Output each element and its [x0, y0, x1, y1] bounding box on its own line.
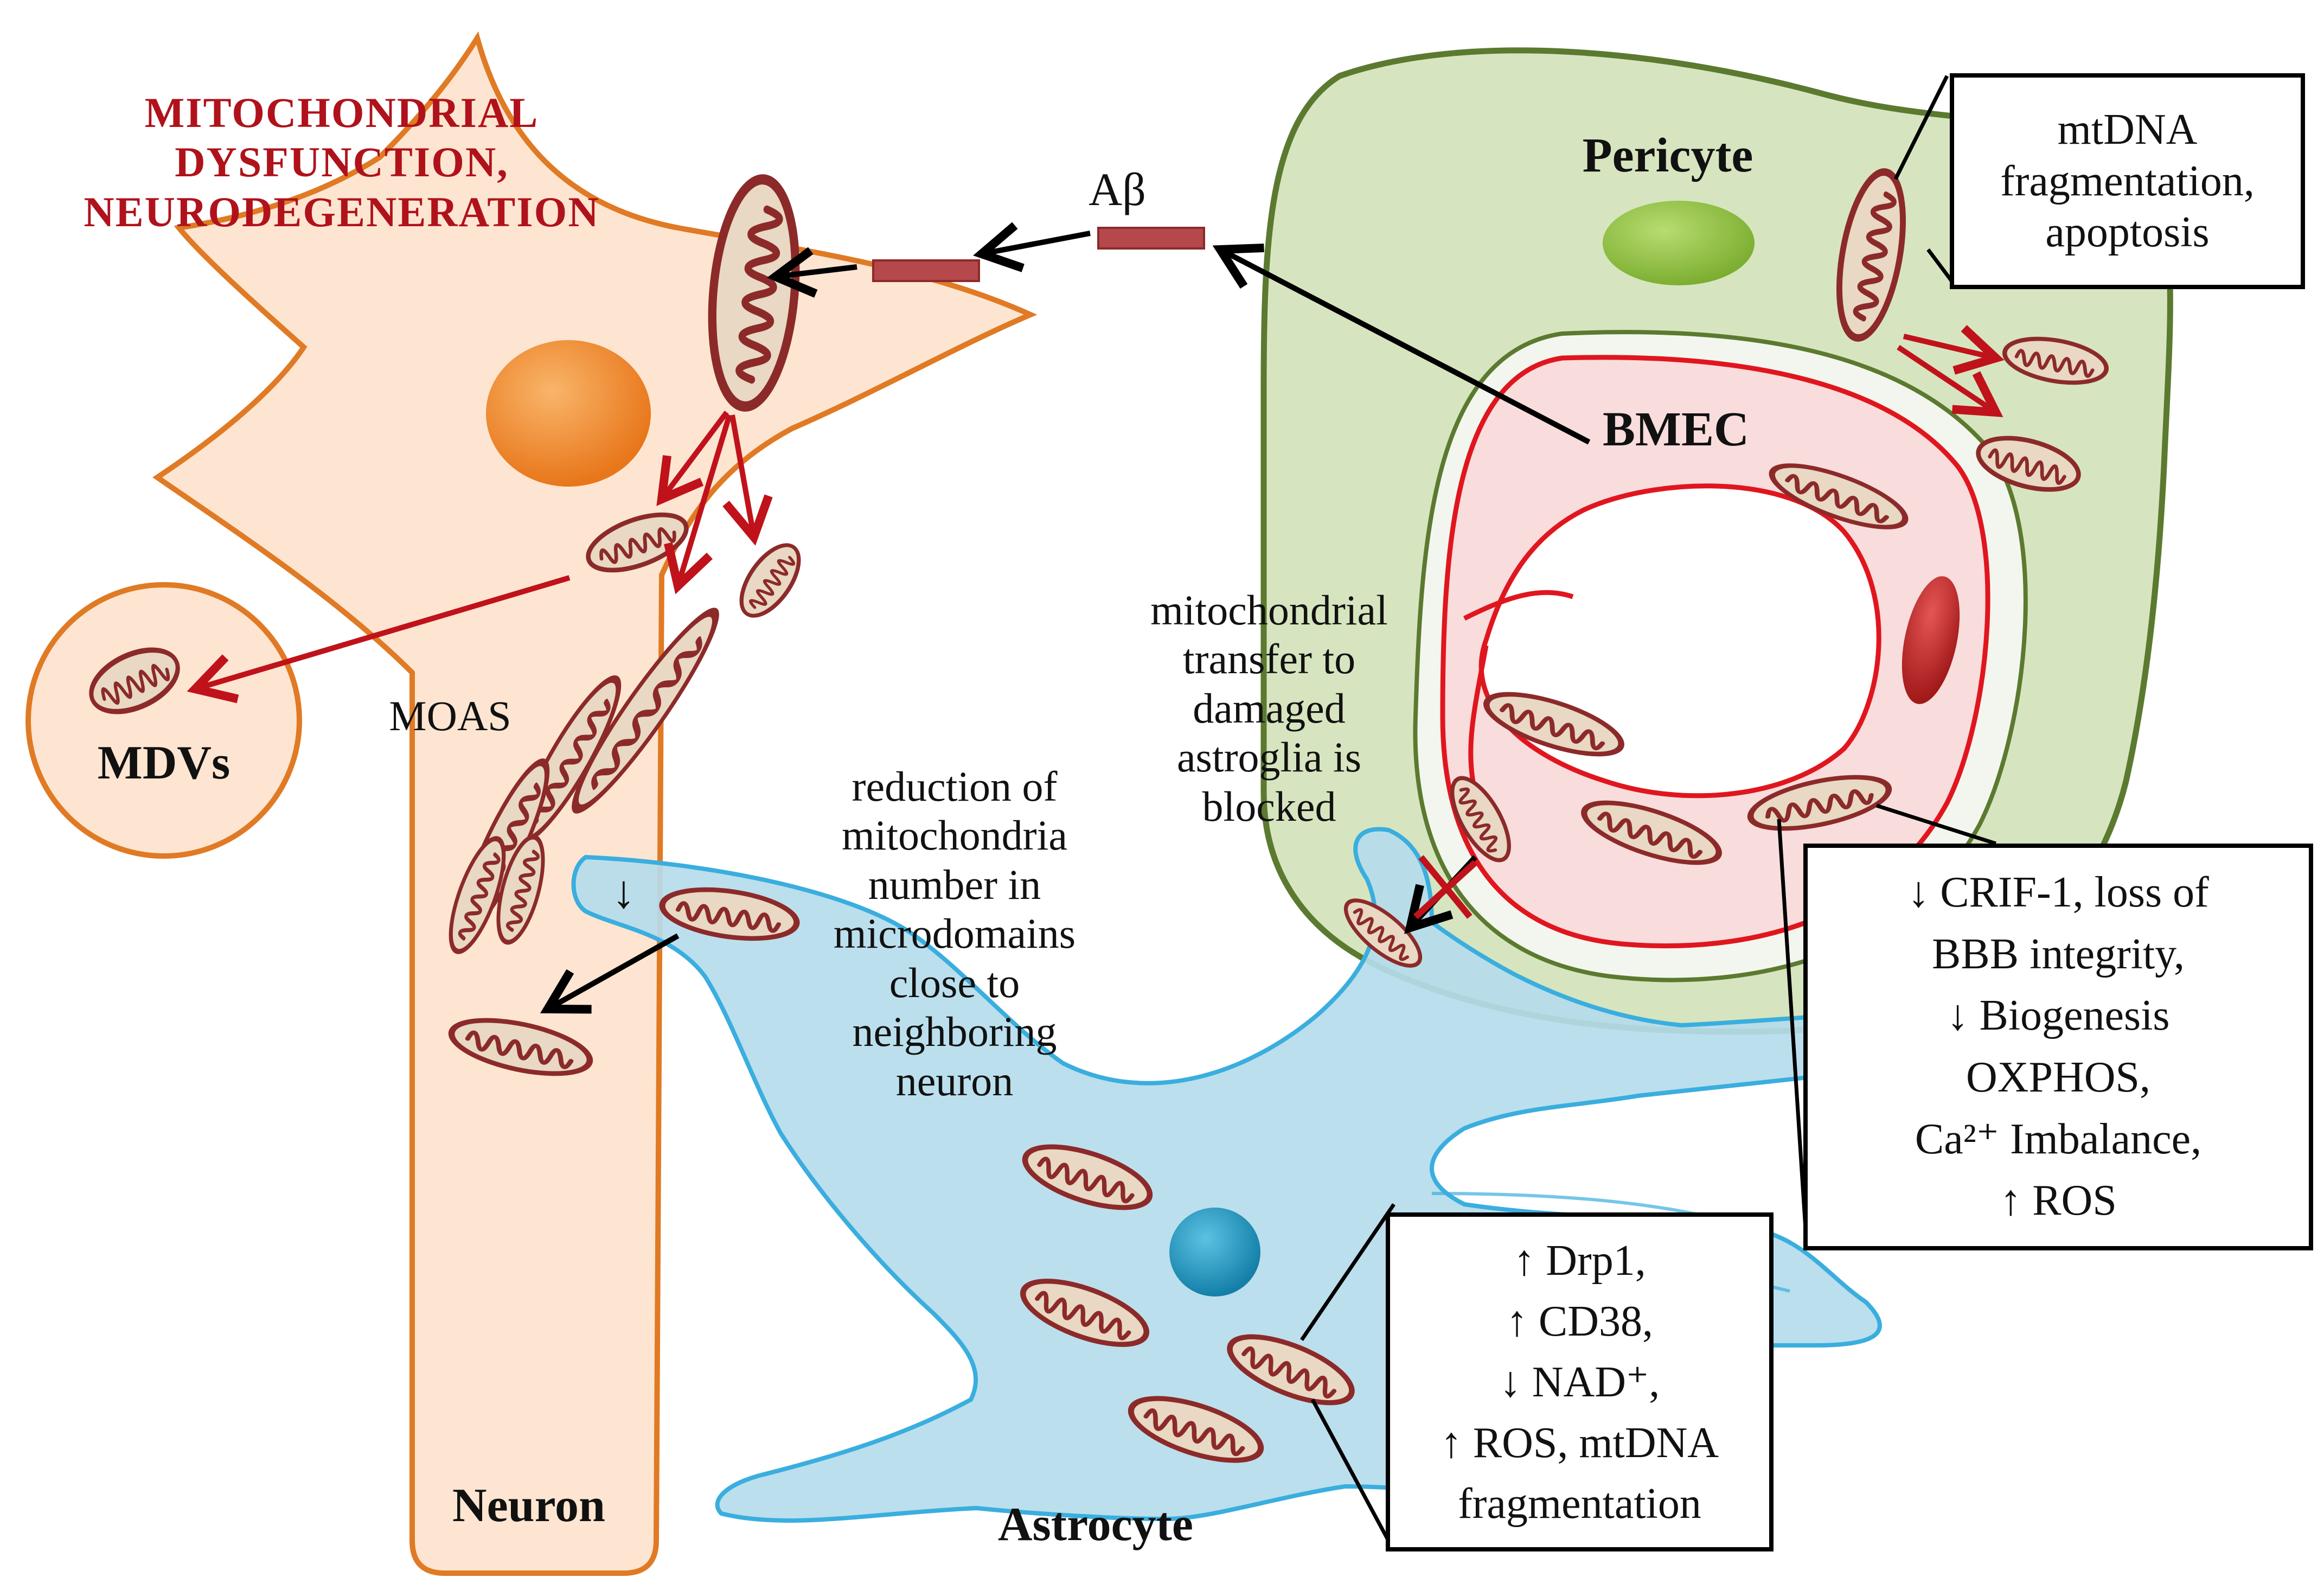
abeta-peptide-2 — [1097, 227, 1205, 250]
reduction-text-line: neighboring — [852, 1008, 1057, 1056]
reduction-text-line: number in — [868, 860, 1041, 908]
bmec-callout-line: Ca²⁺ Imbalance, — [1915, 1115, 2202, 1163]
transfer-text-line: blocked — [1202, 782, 1336, 830]
arrow-bmec-to-abeta — [1212, 243, 1591, 445]
bmec-label: BMEC — [1603, 403, 1749, 456]
arrow-astro-to-neuron — [540, 933, 680, 1014]
arrows — [187, 222, 2005, 1014]
moas-label: MOAS — [389, 692, 511, 739]
neuron-body — [152, 31, 1038, 1576]
astrocyte-callout-line: ↑ ROS, mtDNA — [1440, 1419, 1719, 1467]
pericyte-callout-line: fragmentation, — [2000, 157, 2255, 205]
arrow-peri-fission-2 — [1897, 344, 2003, 417]
bmec-callout-box: ↓ CRIF-1, loss of BBB integrity, ↓ Bioge… — [1803, 844, 2313, 1250]
astrocyte-callout-line: ↑ CD38, — [1506, 1297, 1654, 1345]
arrow-peri-fission-1 — [1903, 325, 2005, 375]
neuron-cell — [152, 31, 1038, 1576]
transfer-text-line: mitochondrial — [1150, 586, 1388, 634]
mitochondrion-neuron-small-2 — [730, 535, 810, 625]
reduction-text-line: mitochondria — [842, 812, 1067, 859]
arrow-to-mdvs — [187, 575, 571, 704]
reduction-text-line: close to — [889, 959, 1020, 1006]
astrocyte-callout-line: ↓ NAD⁺, — [1499, 1358, 1660, 1406]
neuron-nucleus — [486, 340, 651, 487]
arrow-fission-1 — [656, 411, 729, 506]
leader-astrocyte-box — [1300, 1203, 1395, 1542]
leader-bmec-box — [1777, 803, 1997, 1237]
reduction-text-line: reduction of — [852, 763, 1058, 810]
red-blood-cell — [1902, 576, 1960, 704]
reduction-text-line: neuron — [895, 1057, 1014, 1104]
bmec-callout-line: OXPHOS, — [1966, 1053, 2151, 1101]
callout-leader-lines — [1300, 75, 1997, 1542]
pericyte-label: Pericyte — [1582, 129, 1753, 182]
reduction-text-line: microdomains — [833, 910, 1076, 957]
transfer-text-line: astroglia is — [1176, 733, 1362, 781]
arrow-fission-3 — [722, 414, 773, 546]
astrocyte-callout-line: fragmentation — [1458, 1479, 1701, 1528]
transfer-blocked-text: mitochondrial transfer to damaged astrog… — [1085, 586, 1454, 831]
arrow-abeta-to-abeta — [973, 222, 1091, 272]
bmec-callout-line: ↓ CRIF-1, loss of — [1907, 869, 2209, 917]
astrocyte-nucleus — [1169, 1208, 1260, 1297]
leader-pericyte-box — [1893, 75, 1954, 284]
title-line-1: MITOCHONDRIAL — [144, 89, 539, 136]
reduction-down-arrow: ↓ — [612, 866, 636, 918]
pericyte-nucleus — [1603, 201, 1755, 285]
blocked-cross-icon — [1413, 855, 1478, 919]
endothelial-cell-border — [1463, 590, 1574, 793]
astrocyte-callout-box: ↑ Drp1, ↑ CD38, ↓ NAD⁺, ↑ ROS, mtDNA fra… — [1386, 1212, 1774, 1551]
pericyte-callout-box: mtDNA fragmentation, apoptosis — [1950, 73, 2305, 289]
abeta-peptide-1 — [872, 259, 980, 282]
pericyte-callout-line: mtDNA — [2057, 106, 2198, 154]
reduction-text: reduction of mitochondria number in micr… — [770, 762, 1139, 1106]
diagram-title: MITOCHONDRIAL DYSFUNCTION, NEURODEGENERA… — [33, 88, 651, 237]
astrocyte-body — [571, 827, 1969, 1523]
bmec-callout-line: BBB integrity, — [1932, 930, 2185, 978]
astrocyte-label: Astrocyte — [998, 1498, 1193, 1551]
arrow-abeta-to-mitochondrion — [766, 247, 857, 298]
bmec-callout-line: ↓ Biogenesis — [1947, 992, 2170, 1040]
abeta-label: Aβ — [1089, 163, 1146, 215]
transfer-text-line: damaged — [1193, 684, 1346, 732]
astrocyte-callout-line: ↑ Drp1, — [1513, 1236, 1646, 1285]
pericyte-callout-line: apoptosis — [2045, 208, 2210, 257]
title-line-2: DYSFUNCTION, — [175, 138, 509, 186]
bmec-callout-line: ↑ ROS — [2000, 1177, 2117, 1225]
neuron-label: Neuron — [452, 1479, 605, 1532]
mdvs-vesicle — [25, 582, 302, 859]
mdvs-label: MDVs — [97, 737, 231, 789]
transfer-text-line: transfer to — [1182, 635, 1356, 683]
title-line-3: NEURODEGENERATION — [84, 188, 600, 235]
arrow-fission-2 — [664, 414, 732, 595]
